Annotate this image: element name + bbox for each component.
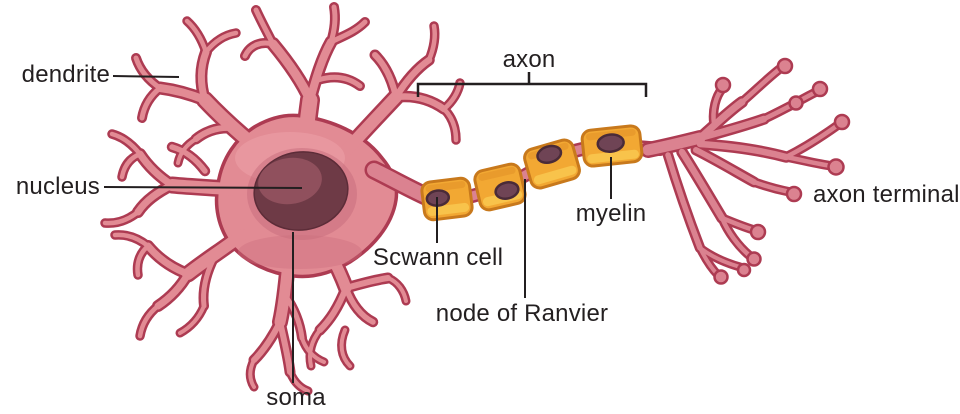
soma-label: soma [266, 384, 326, 411]
schwann-cell-label: Scwann cell [372, 244, 504, 271]
myelin-label: myelin [575, 200, 647, 227]
nucleus-pointer-line [103, 186, 303, 189]
annotation-lines [103, 72, 648, 383]
axon-label: axon [502, 46, 556, 73]
schwann-cell-segment [473, 162, 527, 212]
dendrite-label: dendrite [21, 61, 110, 88]
nucleus-label: nucleus [15, 173, 100, 200]
soma-shading [238, 235, 362, 269]
schwann-cell-segment [523, 138, 581, 190]
dendrite-pointer-line [112, 75, 180, 78]
axon-bracket [416, 82, 648, 97]
node-of-ranvier-label: node of Ranvier [435, 300, 609, 327]
axon-terminal-branches [640, 57, 851, 285]
dendrites-fill [102, 4, 463, 393]
axon-terminal-label: axon terminal [813, 181, 960, 208]
schwann-cell-segment [580, 124, 644, 168]
schwann-cell-segment [420, 176, 474, 222]
nucleus-graphic [253, 151, 349, 231]
dendrites [102, 4, 463, 393]
myelin-sheath [420, 124, 644, 222]
terminal-boutons [713, 57, 851, 285]
